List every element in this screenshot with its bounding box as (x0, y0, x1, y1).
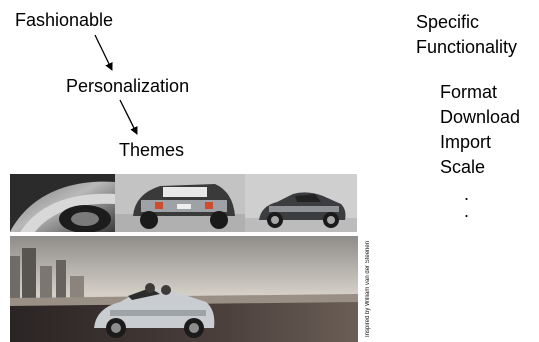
label-fashionable: Fashionable (15, 10, 114, 30)
functionality-list: Format Download Import Scale (440, 80, 520, 180)
label-specific: Specific (416, 12, 480, 32)
car-side-photo (245, 174, 357, 232)
label-themes: Themes (119, 140, 185, 160)
list-item-download: Download (440, 107, 521, 127)
continuation-dots: . . (464, 184, 470, 221)
label-functionality: Functionality (416, 37, 518, 57)
photo-credit: Inspired by William van der Steenen (365, 240, 371, 338)
list-item-format: Format (440, 82, 498, 102)
car-rear-photo (115, 174, 245, 232)
list-item-scale: Scale (440, 157, 486, 177)
list-item-import: Import (440, 132, 492, 152)
dot-2: . (464, 201, 470, 221)
dot-1: . (464, 184, 470, 204)
car-detail-photo (10, 174, 115, 232)
arrow-personalization-to-themes (119, 99, 138, 135)
arrow-fashionable-to-personalization (94, 34, 113, 71)
car-on-road-photo (10, 236, 358, 342)
label-personalization: Personalization (66, 76, 190, 96)
